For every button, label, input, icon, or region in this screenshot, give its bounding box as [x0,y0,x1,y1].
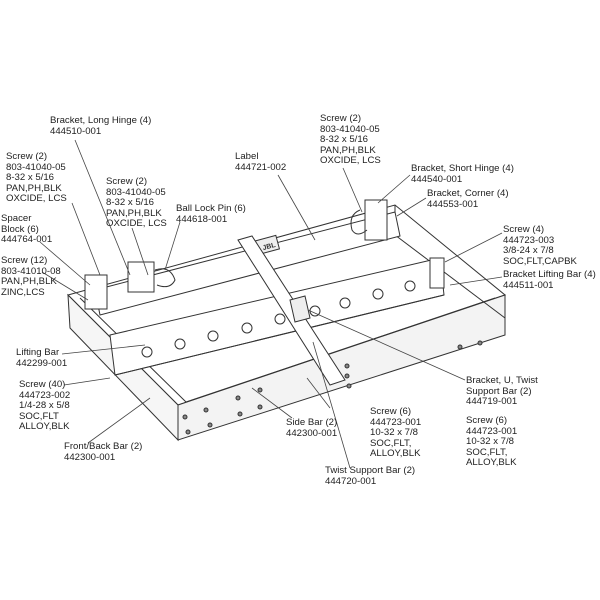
callout-title: Bracket Lifting Bar (4) [503,269,596,280]
callout-title: Front/Back Bar (2) [64,441,143,452]
callout-title: Lifting Bar [16,347,60,358]
part-number: 444553-001 [427,198,479,210]
part-number: 442300-001 [64,451,116,463]
callout-title: Screw (4) [503,224,545,235]
spec: 10-32 x 7/8 [370,427,419,439]
callout-side-bar: Side Bar (2)442300-001 [286,417,338,439]
callout-title: Screw (12) [1,255,48,266]
part-number: 444720-001 [325,475,377,487]
spec: SOC,FLT, [466,446,508,458]
spec: SOC,FLT [19,410,59,422]
part-number: 444764-001 [1,234,53,246]
part-number: 444618-001 [176,213,228,225]
callout-title: Block (6) [1,223,39,235]
part-number: 444511-001 [503,279,554,291]
part-number: 442299-001 [16,357,68,369]
spec: 1/4-28 x 5/8 [19,400,70,412]
part-number: 442300-001 [286,427,338,439]
part-number: 444510-001 [50,125,102,137]
spec: 3/8-24 x 7/8 [503,245,554,257]
jbl-logo: JBL [262,242,277,252]
spec: 8-32 x 5/16 [106,197,155,209]
callout-title: Screw (2) [106,176,148,187]
side-bar-screws [182,340,483,435]
spec: PAN,PH,BLK [320,144,376,156]
callout-title: Twist Support Bar (2) [325,465,416,476]
part-number: 444723-001 [466,425,518,437]
callout-title: Screw (2) [6,151,48,162]
spec: OXCIDE, LCS [6,193,67,205]
twist-support-bar [237,235,346,386]
spec: PAN,PH,BLK [6,182,62,194]
lifting-bar [109,257,445,376]
callout-title: Screw (40) [19,379,66,390]
part-number: 803-41040-05 [6,161,66,173]
spec: ZINC,LCS [1,286,45,298]
spec: PAN,PH,BLK [1,276,57,288]
part-number: 803-41010-08 [1,265,61,277]
part-number: 803-41040-05 [106,186,166,198]
callout-title: Screw (6) [466,415,508,426]
part-number: 444540-001 [411,173,463,185]
callout-title: Bracket, Corner (4) [427,188,509,199]
hinge-brackets [84,199,445,310]
callout-title: Bracket, Long Hinge (4) [50,115,152,126]
callout-title: Support Bar (2) [466,385,532,397]
callout-long-hinge: Bracket, Long Hinge (4)444510-001 [50,115,152,137]
callout-corner: Bracket, Corner (4)444553-001 [427,188,509,210]
callout-title: Ball Lock Pin (6) [176,203,246,214]
spec: 8-32 x 5/16 [320,134,369,146]
callout-front-back-bar: Front/Back Bar (2)442300-001 [64,441,143,463]
leader-lines [39,139,503,469]
spec: SOC,FLT, [370,437,412,449]
part-number: 444723-002 [19,389,71,401]
callout-title: Screw (2) [320,113,362,124]
spec: 10-32 x 7/8 [466,436,515,448]
callout-title: Screw (6) [370,406,412,417]
spec: ALLOY,BLK [370,448,421,460]
part-number: 444723-003 [503,234,555,246]
callout-title: Label [235,151,259,162]
spec: ALLOY,BLK [466,457,517,469]
callout-title: Side Bar (2) [286,417,338,428]
callout-title: Bracket, Short Hinge (4) [411,163,514,174]
spec: 8-32 x 5/16 [6,172,55,184]
part-number: 444719-001 [466,396,518,408]
spec: ALLOY,BLK [19,421,70,433]
part-number: 444723-001 [370,416,422,428]
spec: OXCIDE, LCS [106,218,167,230]
callout-short-hinge: Bracket, Short Hinge (4)444540-001 [411,163,514,185]
part-number: 444721-002 [235,161,287,173]
callout-twist-support-bar: Twist Support Bar (2)444720-001 [325,465,416,487]
spec: OXCIDE, LCS [320,155,381,167]
callout-ball-lock-pin: Ball Lock Pin (6)444618-001 [176,203,246,225]
spec: SOC,FLT,CAPBK [503,255,577,267]
callout-title: Bracket, U, Twist [466,375,538,386]
part-number: 803-41040-05 [320,123,380,135]
callout-title: Spacer [1,213,32,224]
spec: PAN,PH,BLK [106,207,162,219]
callout-bracket-lifting-bar: Bracket Lifting Bar (4)444511-001 [503,269,596,291]
